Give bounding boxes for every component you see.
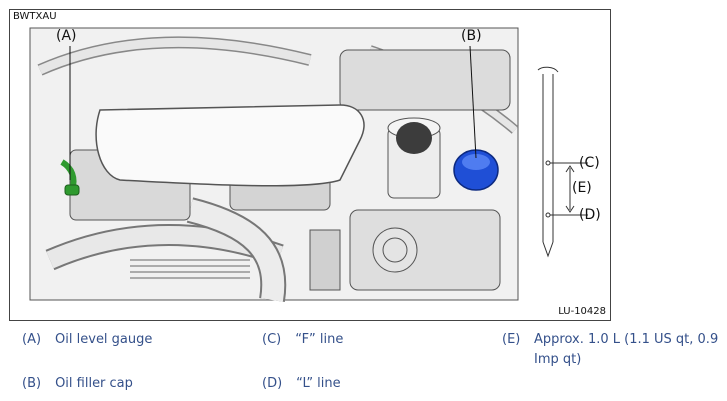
legend-item-b: (B) Oil filler cap <box>22 374 133 394</box>
callout-e: (E) <box>572 180 592 196</box>
engine-illustration <box>29 27 588 303</box>
callout-d: (D) <box>579 207 601 223</box>
legend-item-a: (A) Oil level gauge <box>22 330 152 350</box>
callout-a: (A) <box>56 28 77 44</box>
figure-reference-number: LU-10428 <box>558 306 606 317</box>
oil-filler-cap <box>453 149 499 191</box>
legend-key: (A) <box>22 332 42 347</box>
figure-code: BWTXAU <box>13 11 57 22</box>
legend-key: (D) <box>262 376 283 391</box>
leader-line-b <box>469 45 477 159</box>
legend-key: (E) <box>502 332 521 347</box>
legend-item-c: (C) “F” line <box>262 330 343 350</box>
legend-item-e: (E) Approx. 1.0 L (1.1 US qt, 0.9 Imp qt) <box>502 330 724 367</box>
engine-bay <box>29 27 519 303</box>
oil-level-gauge-handle <box>60 159 80 196</box>
legend-text: Oil level gauge <box>55 332 153 347</box>
legend-key: (B) <box>22 376 42 391</box>
callout-b: (B) <box>461 28 482 44</box>
legend-text: “L” line <box>296 376 341 391</box>
legend-text: Approx. 1.0 L (1.1 US qt, 0.9 Imp qt) <box>534 332 719 367</box>
legend-text: “F” line <box>295 332 344 347</box>
legend-key: (C) <box>262 332 282 347</box>
dipstick-diagram <box>537 66 588 258</box>
engine-figure: BWTXAU <box>9 9 611 321</box>
legend-text: Oil filler cap <box>55 376 133 391</box>
legend-item-d: (D) “L” line <box>262 374 341 394</box>
callout-c: (C) <box>579 155 600 171</box>
